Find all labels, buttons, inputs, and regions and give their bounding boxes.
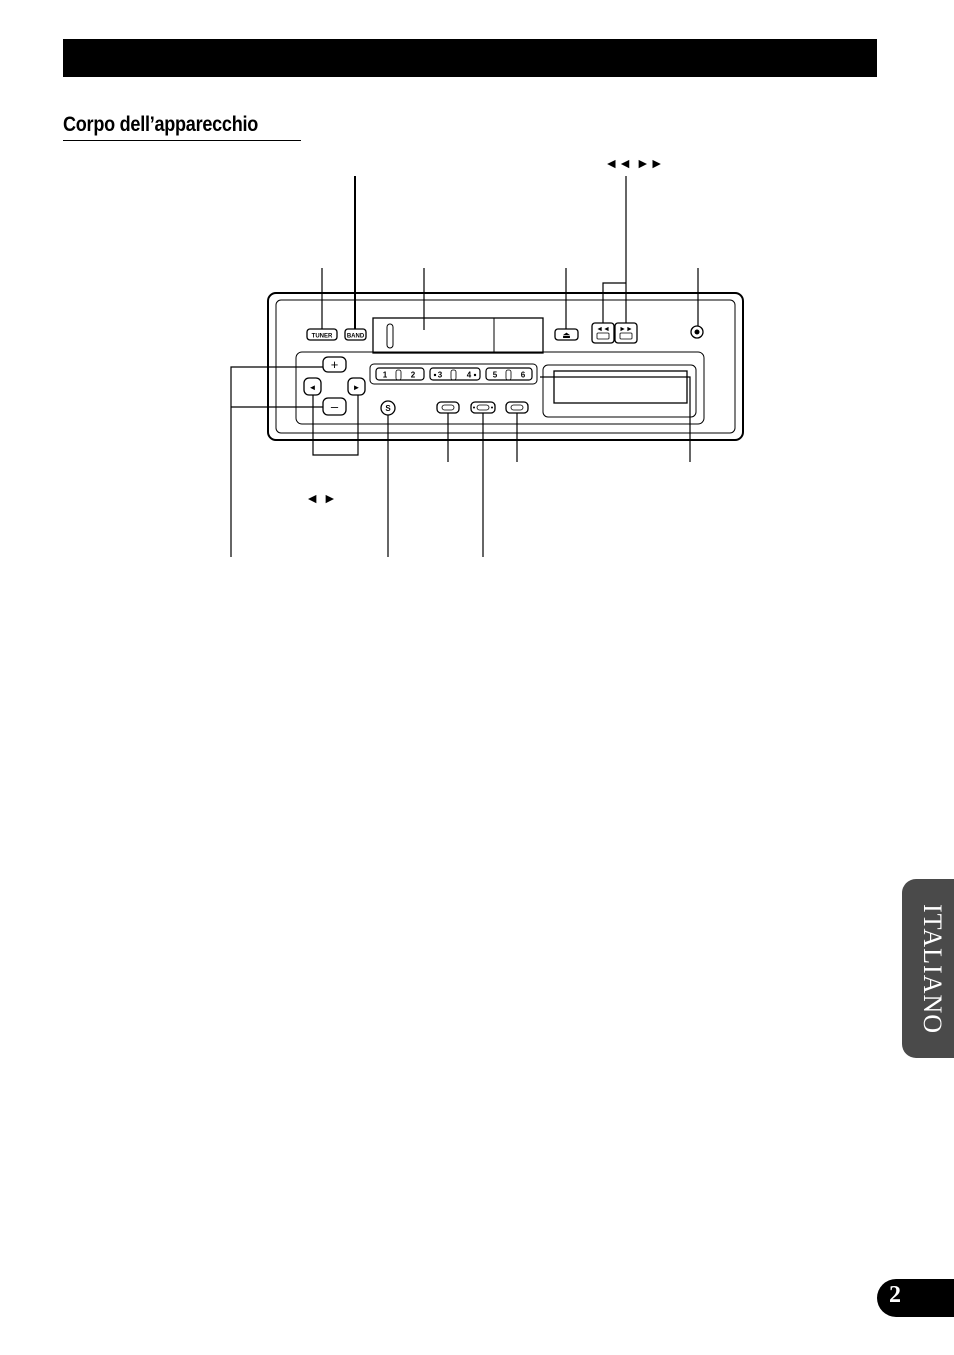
ff-button[interactable]: ►►: [614, 322, 638, 344]
left-right-callout: ◄ ►: [305, 490, 337, 506]
cassette-door: [542, 364, 697, 418]
preset-4-label: 4: [467, 371, 472, 380]
preset-5-6-button[interactable]: 5 6: [485, 367, 533, 381]
ff-icon: ►►: [619, 326, 633, 333]
head-unit-diagram: TUNER BAND ⏏ ◄◄ ►► + ◄ ► –: [230, 155, 744, 557]
preset-3-label: 3: [438, 371, 443, 380]
leader-lines: [230, 176, 699, 557]
page-number-tab: 2: [877, 1279, 954, 1317]
preset-3-dot: [433, 373, 437, 377]
function-button-2[interactable]: [470, 401, 496, 414]
header-bar: [63, 39, 877, 77]
display-bar: [386, 323, 394, 349]
s-button[interactable]: S: [380, 400, 396, 416]
display-window: [372, 317, 544, 354]
detach-button[interactable]: [690, 325, 704, 339]
preset-1-2-button[interactable]: 1 2: [375, 367, 425, 381]
eject-icon: ⏏: [562, 330, 571, 340]
band-label: BAND: [347, 334, 365, 340]
volume-up-button[interactable]: +: [322, 356, 347, 373]
preset-3-4-button[interactable]: 3 4: [429, 367, 481, 381]
ff-indicator: [619, 332, 633, 340]
right-button[interactable]: ►: [347, 377, 366, 396]
language-tab: ITALIANO: [902, 879, 954, 1058]
preset-frame: [369, 363, 538, 385]
ff-rew-callout: ◄◄ ►►: [604, 155, 663, 171]
right-arrow-icon: ►: [353, 383, 361, 392]
eject-button[interactable]: ⏏: [554, 328, 579, 341]
preset-4-dot: [473, 373, 477, 377]
title-underline: [63, 140, 301, 141]
rew-indicator: [596, 332, 610, 340]
preset-6-label: 6: [521, 371, 526, 380]
preset-5-label: 5: [493, 371, 498, 380]
function-button-3[interactable]: [505, 401, 529, 414]
volume-down-button[interactable]: –: [322, 397, 347, 416]
language-tab-label: ITALIANO: [918, 903, 947, 1034]
tuner-label: TUNER: [312, 334, 333, 340]
preset-1-label: 1: [383, 371, 388, 380]
preset-divider: [450, 369, 457, 381]
page-number: 2: [889, 1282, 901, 1308]
preset-divider: [505, 369, 512, 381]
rew-button[interactable]: ◄◄: [591, 322, 615, 344]
minus-icon: –: [331, 399, 339, 414]
preset-divider: [395, 369, 402, 381]
tuner-button[interactable]: TUNER: [306, 328, 338, 341]
function-button-1[interactable]: [436, 401, 460, 414]
left-arrow-icon: ◄: [309, 383, 317, 392]
lower-panel: [295, 351, 705, 425]
band-button[interactable]: BAND: [344, 328, 367, 341]
s-label: S: [385, 404, 391, 413]
rew-icon: ◄◄: [596, 326, 610, 333]
preset-2-label: 2: [411, 371, 416, 380]
section-title: Corpo dell’apparecchio: [63, 113, 259, 136]
left-button[interactable]: ◄: [303, 377, 322, 396]
plus-icon: +: [331, 357, 339, 372]
